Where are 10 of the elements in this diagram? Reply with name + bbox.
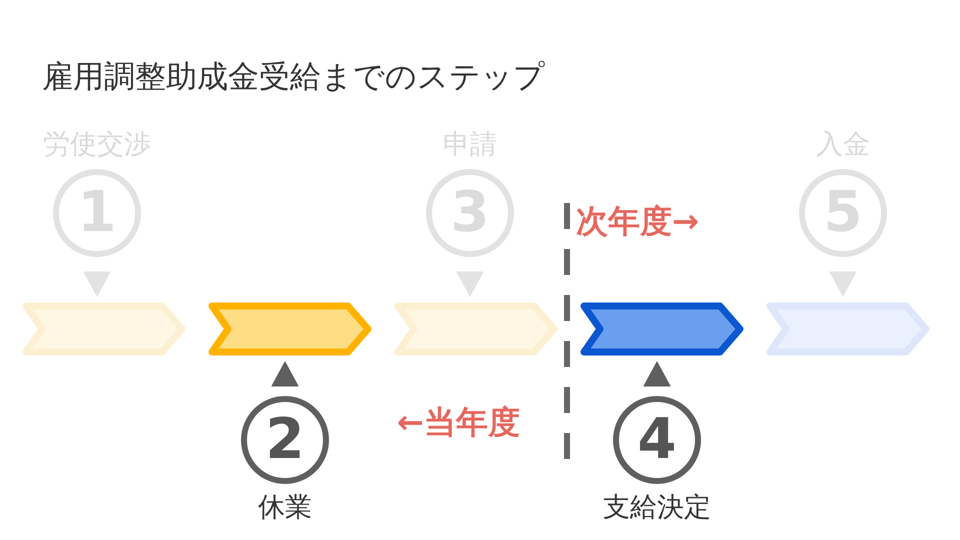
step-caption: 休業 [258, 491, 312, 525]
pointer-arrow [272, 362, 298, 386]
step-caption: 支給決定 [603, 491, 711, 525]
pointer-arrow [830, 272, 856, 296]
pointer-arrow [84, 272, 110, 296]
year-label: ←当年度 [397, 402, 520, 443]
title: 雇用調整助成金受給までのステップ [42, 58, 545, 97]
pointer-arrow [456, 272, 484, 296]
year-label: 次年度→ [576, 201, 699, 242]
pointer-arrow [644, 362, 670, 386]
